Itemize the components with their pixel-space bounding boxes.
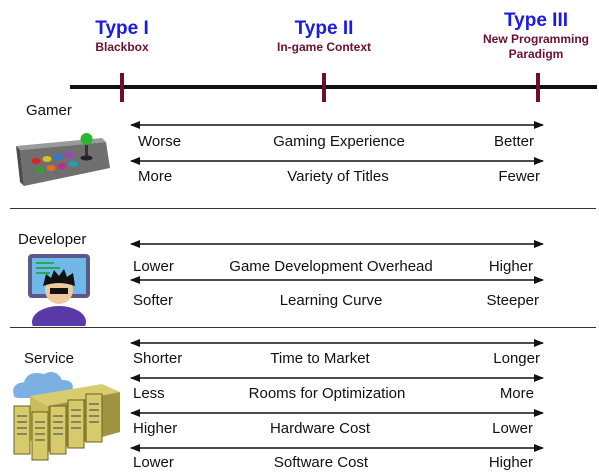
row-optimization-right: More xyxy=(499,385,534,402)
row-learning-curve-left: Softer xyxy=(133,292,174,309)
type-3-title: Type III xyxy=(503,10,569,31)
row-software-cost-left: Lower xyxy=(133,454,174,471)
row-time-to-market-right: Longer xyxy=(493,350,540,367)
row-software-cost-label: Software Cost xyxy=(273,454,369,471)
row-gaming-experience-label: Gaming Experience xyxy=(273,133,405,150)
row-software-cost-right: Higher xyxy=(488,454,533,471)
server-rack-icon xyxy=(13,384,120,461)
category-label-gamer: Gamer xyxy=(26,102,72,119)
row-dev-overhead-label: Game Development Overhead xyxy=(229,258,433,275)
game-controller-icon xyxy=(16,133,110,186)
row-hardware-cost-label: Hardware Cost xyxy=(269,420,371,437)
row-dev-overhead-left: Lower xyxy=(133,258,174,275)
row-variety-left: More xyxy=(138,168,173,185)
type-1-title: Type I xyxy=(95,18,149,39)
row-time-to-market-left: Shorter xyxy=(133,350,183,367)
type-3-subtitle: New Programming Paradigm xyxy=(482,32,590,61)
row-optimization-label: Rooms for Optimization xyxy=(248,385,406,402)
type-1-header: Type I Blackbox xyxy=(62,18,182,55)
row-hardware-cost-right: Lower xyxy=(492,420,533,437)
type-2-header: Type II In-game Context xyxy=(254,18,394,55)
developer-icon xyxy=(28,254,90,326)
row-variety-right: Fewer xyxy=(498,168,540,185)
row-variety-label: Variety of Titles xyxy=(287,168,389,185)
section-divider-2 xyxy=(10,327,596,328)
type-3-header: Type III New Programming Paradigm xyxy=(468,10,599,62)
category-label-developer: Developer xyxy=(18,231,87,248)
row-optimization-left: Less xyxy=(133,385,165,402)
row-time-to-market-label: Time to Market xyxy=(270,350,370,367)
type-2-subtitle: In-game Context xyxy=(276,40,371,54)
category-label-service: Service xyxy=(24,350,75,367)
row-learning-curve-right: Steeper xyxy=(486,292,539,309)
row-gaming-experience-left: Worse xyxy=(138,133,182,150)
row-gaming-experience-right: Better xyxy=(493,133,534,150)
server-cloud-icon xyxy=(13,372,120,461)
row-hardware-cost-left: Higher xyxy=(133,420,178,437)
section-divider-1 xyxy=(10,208,596,209)
type-1-subtitle: Blackbox xyxy=(95,40,149,54)
type-2-title: Type II xyxy=(294,18,354,39)
row-dev-overhead-right: Higher xyxy=(488,258,533,275)
row-learning-curve-label: Learning Curve xyxy=(279,292,383,309)
